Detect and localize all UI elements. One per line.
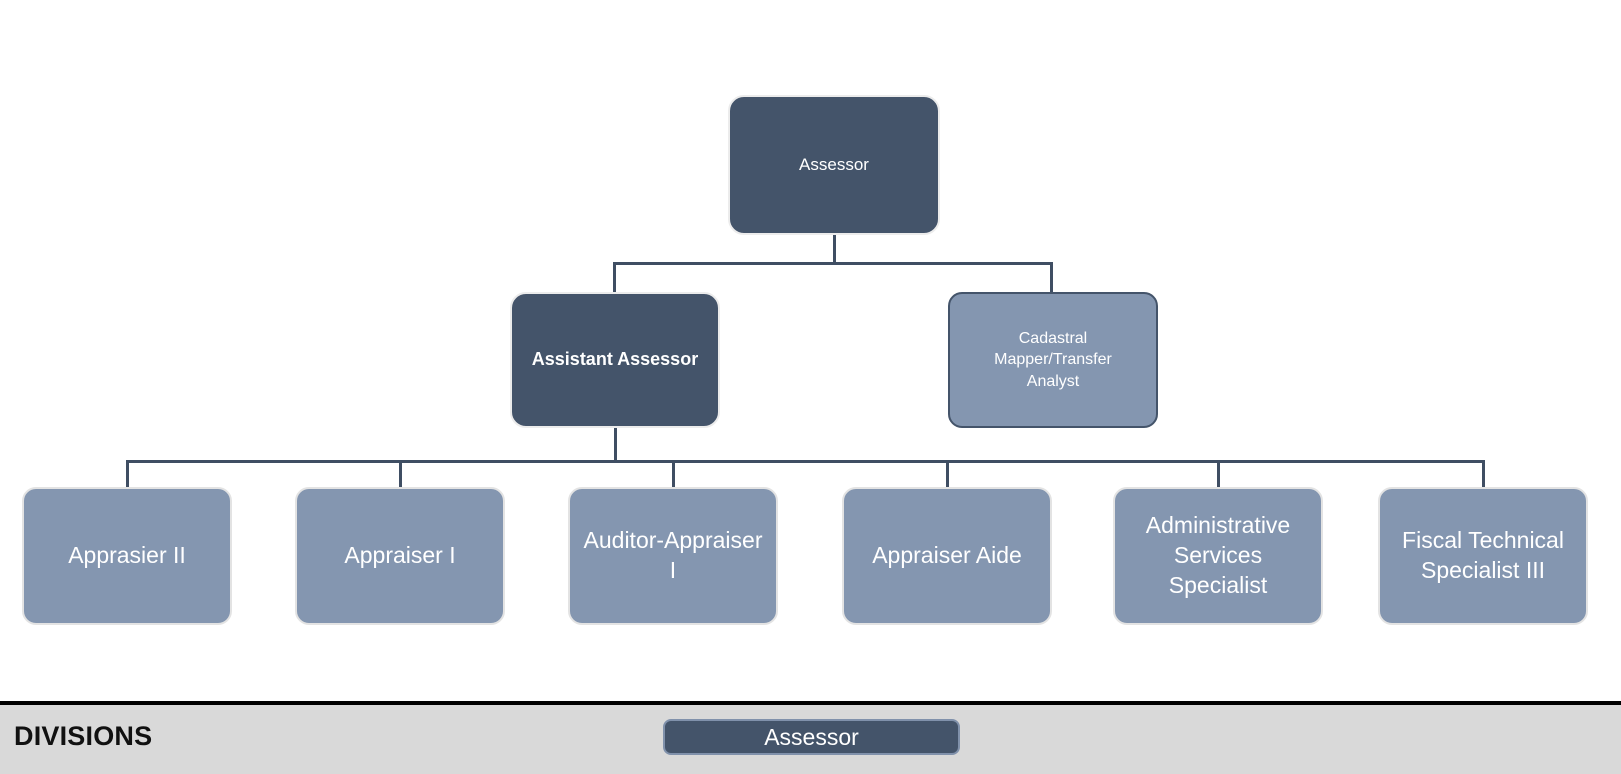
node-assessor: Assessor	[728, 95, 940, 235]
node-assistant-assessor: Assistant Assessor	[510, 292, 720, 428]
division-button-label: Assessor	[764, 723, 859, 750]
connector-drop-appraiser-i	[399, 460, 402, 487]
connector-drop-admin-services	[1217, 460, 1220, 487]
node-admin-services-label: Administrative Services Specialist	[1145, 512, 1291, 598]
node-fiscal-technical-specialist-iii: Fiscal Technical Specialist III	[1378, 487, 1588, 625]
connector-assistant-vertical	[614, 428, 617, 460]
connector-root-vertical	[833, 235, 836, 262]
node-assistant-assessor-label: Assistant Assessor	[531, 349, 699, 370]
divisions-heading: DIVISIONS	[14, 720, 153, 751]
node-appraiser-aide: Appraiser Aide	[842, 487, 1052, 625]
node-fiscal-tech-label: Fiscal Technical Specialist III	[1402, 527, 1564, 583]
node-administrative-services-specialist: Administrative Services Specialist	[1113, 487, 1323, 625]
connector-drop-appraiser-aide	[946, 460, 949, 487]
node-cadastral-mapper-transfer-analyst: Cadastral Mapper/Transfer Analyst	[948, 292, 1158, 428]
node-apprasier-ii-label: Apprasier II	[68, 542, 186, 569]
node-auditor-appraiser-i-label: Auditor-Appraiser I	[583, 527, 763, 583]
node-appraiser-aide-label: Appraiser Aide	[872, 542, 1022, 569]
connector-level3-rail	[126, 460, 1485, 463]
connector-drop-apprasier-ii	[126, 460, 129, 487]
node-auditor-appraiser-i: Auditor-Appraiser I	[568, 487, 778, 625]
connector-drop-auditor-appraiser	[672, 460, 675, 487]
connector-drop-fiscal-tech	[1482, 460, 1485, 487]
connector-assistant-drop	[613, 262, 616, 292]
node-cadastral-label: Cadastral Mapper/Transfer Analyst	[994, 329, 1112, 390]
connector-level2-rail	[613, 262, 1053, 265]
node-appraiser-i-label: Appraiser I	[344, 542, 456, 569]
division-button-assessor[interactable]: Assessor	[663, 719, 960, 755]
connector-cadastral-drop	[1050, 262, 1053, 292]
footer-top-divider	[0, 701, 1621, 705]
node-appraiser-i: Appraiser I	[295, 487, 505, 625]
node-assessor-label: Assessor	[799, 154, 869, 174]
node-apprasier-ii: Apprasier II	[22, 487, 232, 625]
